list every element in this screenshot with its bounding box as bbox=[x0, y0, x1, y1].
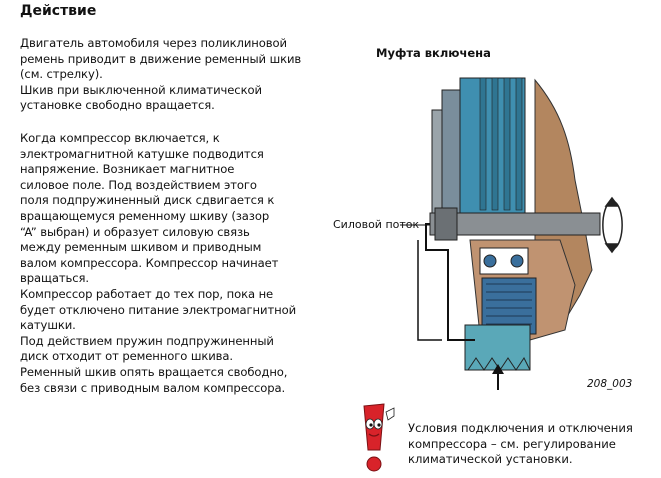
text-line: силовое поле. Под воздействием этого bbox=[20, 177, 257, 192]
text-line: диск отходит от ременного шкива. bbox=[20, 349, 233, 364]
text-line: Двигатель автомобиля через поликлиновой bbox=[20, 36, 287, 50]
note-line: климатической установки. bbox=[408, 452, 573, 466]
section-heading: Действие bbox=[20, 3, 97, 19]
text-line: Когда компрессор включается, к bbox=[20, 131, 220, 145]
text-line: между ременным шкивом и приводным bbox=[20, 240, 262, 255]
text-line: напряжение. Возникает магнитное bbox=[20, 162, 235, 177]
exclamation-mascot-icon bbox=[363, 403, 395, 472]
text-line: Шкив при выключенной климатической bbox=[20, 82, 262, 97]
force-flow-label: Силовой поток bbox=[333, 218, 420, 231]
paragraph-operation: Когда компрессор включается, к электрома… bbox=[20, 131, 320, 396]
figure-number: 208_003 bbox=[587, 378, 633, 390]
text-line: поля подпружиненный диск сдвигается к bbox=[20, 193, 275, 208]
text-line: катушки. bbox=[20, 318, 76, 333]
text-line: Компрессор работает до тех пор, пока не bbox=[20, 286, 274, 301]
text-line: Ременный шкив опять вращается свободно, bbox=[20, 364, 288, 379]
text-line: будет отключено питание электромагнитной bbox=[20, 302, 296, 317]
text-line: без связи с приводным валом компрессора. bbox=[20, 380, 286, 395]
shaft-nut bbox=[434, 207, 458, 241]
note-line: компрессора – см. регулирование bbox=[408, 436, 616, 451]
pulley-grooves bbox=[479, 77, 523, 211]
clutch-diagram bbox=[400, 77, 623, 390]
force-flow-path bbox=[425, 223, 475, 341]
text-line: валом компрессора. Компрессор начинает bbox=[20, 255, 279, 270]
note-box: Условия подключения и отключения компрес… bbox=[408, 421, 658, 468]
hub-plate bbox=[431, 109, 443, 221]
text-line: электромагнитной катушке подводится bbox=[20, 146, 264, 161]
text-line: вращаться. bbox=[20, 271, 89, 286]
text-line: вращающемуся ременному шкиву (зазор bbox=[20, 208, 270, 223]
figure-title: Муфта включена bbox=[376, 46, 491, 60]
note-line: Условия подключения и отключения bbox=[408, 421, 633, 435]
up-arrow-icon bbox=[492, 364, 504, 390]
text-line: Под действием пружин подпружиненный bbox=[20, 333, 274, 348]
text-line: (см. стрелку). bbox=[20, 67, 103, 82]
text-line: “A” выбран) и образует силовую связь bbox=[20, 224, 250, 239]
rotation-arrow-icon bbox=[602, 196, 623, 254]
text-line: установке свободно вращается. bbox=[20, 98, 215, 113]
paragraph-intro: Двигатель автомобиля через поликлиновой … bbox=[20, 36, 320, 114]
text-line: ремень приводит в движение ременный шкив bbox=[20, 51, 302, 66]
